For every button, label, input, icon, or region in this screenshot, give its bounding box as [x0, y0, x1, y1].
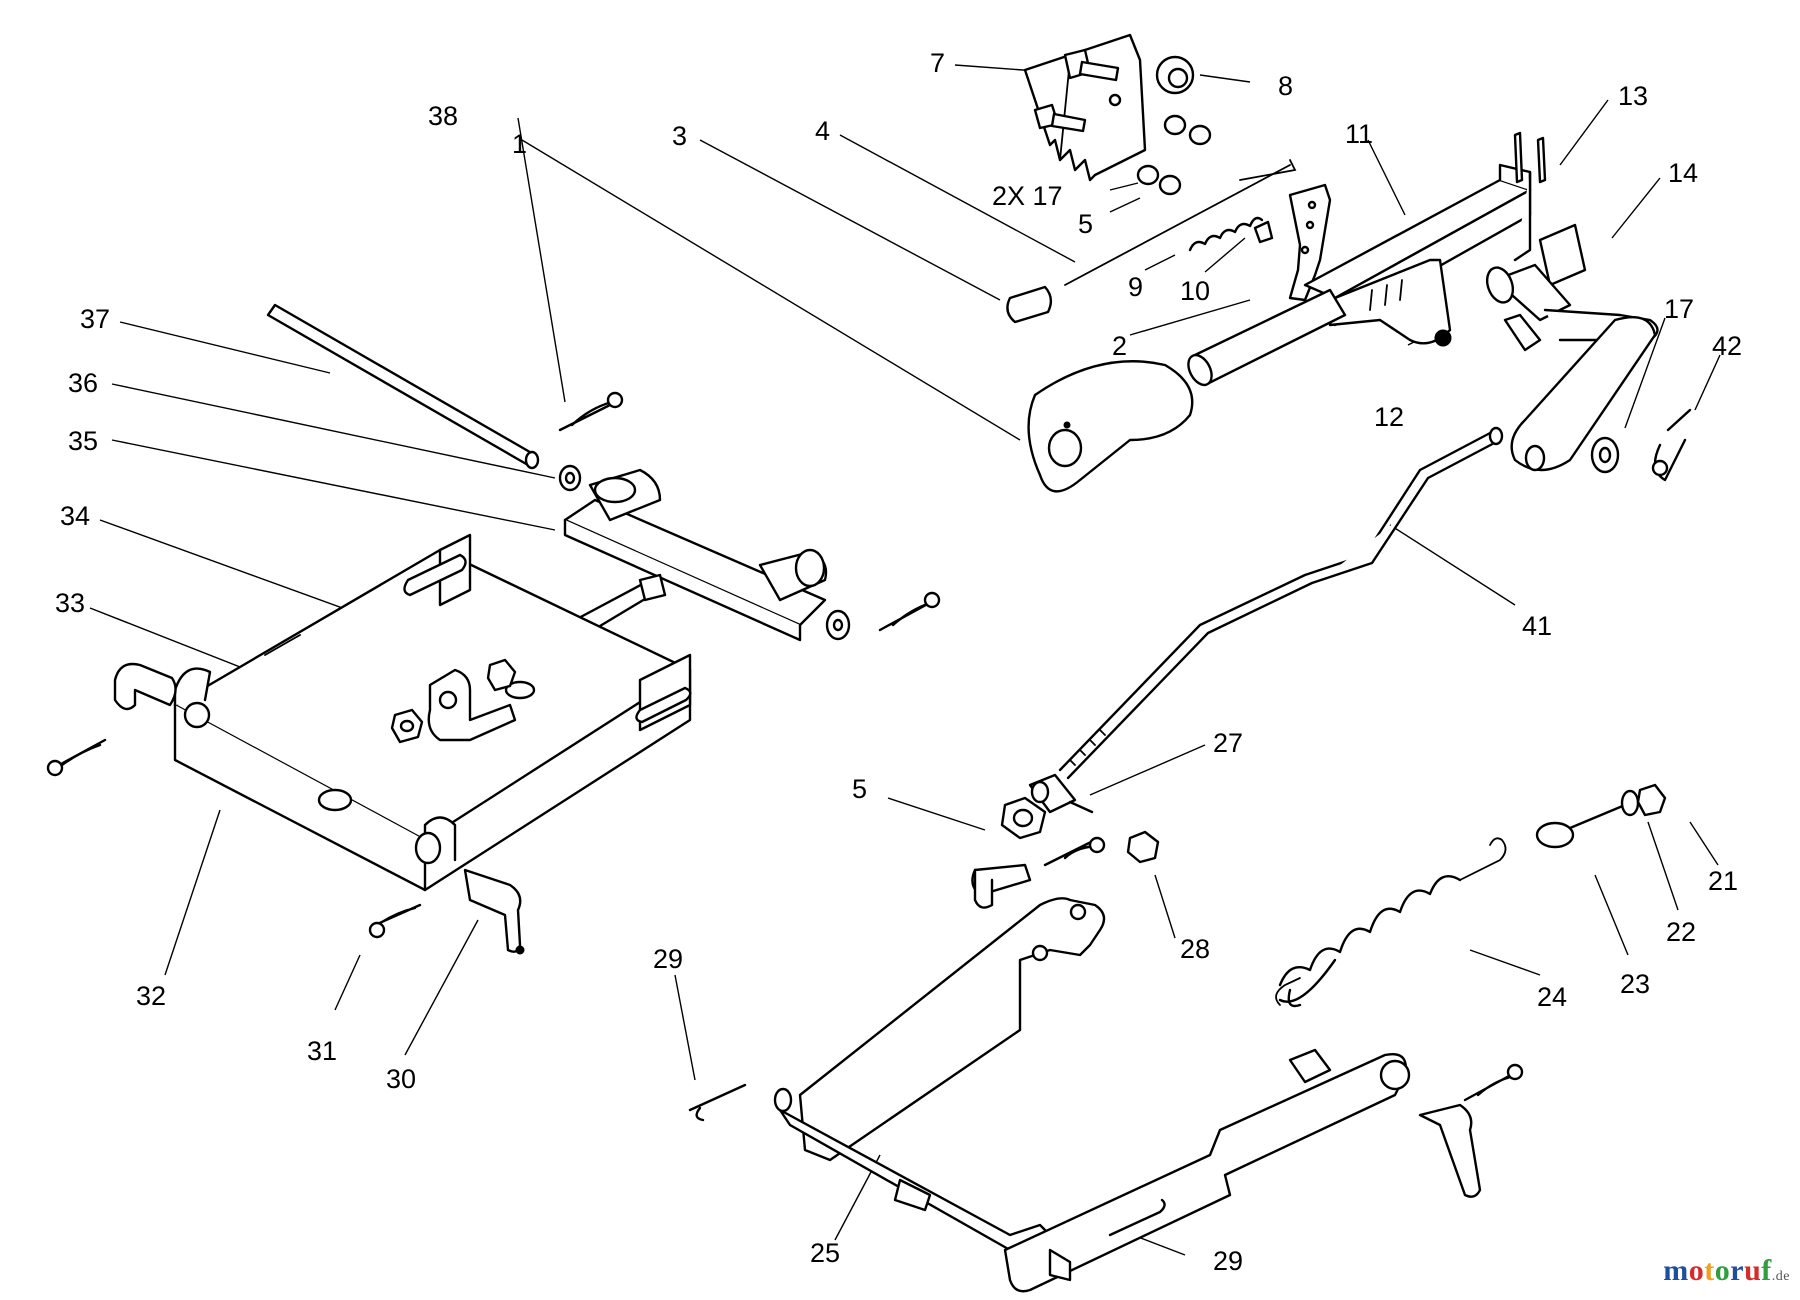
- callout-34: 34: [60, 501, 90, 531]
- motoruf-logo: motoruf.de: [1663, 1254, 1790, 1288]
- hairpin-31: [368, 903, 422, 939]
- cotter-pin-29b: [1108, 1198, 1166, 1237]
- rod-37: [266, 303, 540, 470]
- callout-14: 14: [1668, 158, 1698, 188]
- spring-rod-4: [1064, 159, 1297, 286]
- washer-22: [1620, 789, 1640, 817]
- washer-right: [825, 609, 851, 641]
- callout-13: 13: [1618, 81, 1648, 111]
- logo-letter-4: o: [1714, 1254, 1731, 1287]
- callout-4: 4: [815, 116, 830, 146]
- pedal-block-14: [1503, 223, 1587, 352]
- nut-34: [486, 658, 517, 692]
- spring-24: [1275, 837, 1507, 1008]
- callout-8: 8: [1278, 71, 1293, 101]
- logo-letter-7: f: [1761, 1254, 1772, 1287]
- callout-33: 33: [55, 588, 85, 618]
- callout-32: 32: [136, 981, 166, 1011]
- callout-2: 2: [1112, 331, 1127, 361]
- bolt-7b: [1033, 103, 1087, 133]
- logo-letter-3: t: [1704, 1254, 1715, 1287]
- callout-37: 37: [80, 304, 110, 334]
- callout-labels: 1 2 3 4 5 5 7 8 9 10 11 12 13 14 2X 17 1…: [55, 48, 1742, 1276]
- lift-arm-25: [773, 897, 1411, 1293]
- callout-35: 35: [68, 426, 98, 456]
- callout-24: 24: [1537, 982, 1567, 1012]
- callout-5: 5: [1078, 209, 1093, 239]
- bracket-35: [563, 468, 828, 642]
- callout-11: 11: [1345, 119, 1373, 149]
- nut-5: [1000, 796, 1047, 840]
- callout-7: 7: [930, 48, 945, 78]
- nut-28: [1126, 830, 1160, 864]
- bolt-7: [1063, 48, 1120, 82]
- callout-23: 23: [1620, 969, 1650, 999]
- cotter-pin-29a: [688, 1083, 747, 1122]
- callout-21: 21: [1708, 866, 1738, 896]
- callout-29-right: 29: [1213, 1246, 1243, 1276]
- hairpin-lower: [1463, 1063, 1524, 1102]
- callout-3: 3: [672, 121, 687, 151]
- spring-9: [1188, 216, 1264, 252]
- callout-28: 28: [1180, 934, 1210, 964]
- pin-30: [463, 868, 525, 955]
- washers-nuts-17: [1136, 114, 1212, 196]
- callout-42: 42: [1712, 331, 1742, 361]
- callout-10: 10: [1180, 276, 1210, 306]
- callout-9: 9: [1128, 272, 1143, 302]
- washer-36: [558, 464, 582, 492]
- callout-12: 12: [1374, 402, 1404, 432]
- callout-38: 38: [428, 101, 458, 131]
- logo-letter-6: u: [1744, 1254, 1762, 1287]
- callout-2x17: 2X 17: [992, 181, 1063, 211]
- hairpin-right: [878, 591, 941, 632]
- pin-lpin: [971, 863, 1032, 909]
- ball-12: [1434, 329, 1452, 347]
- eyebolt-23: [1535, 803, 1627, 849]
- callout-27: 27: [1213, 728, 1243, 758]
- pin-10: [1253, 220, 1274, 244]
- nut-33: [390, 708, 424, 744]
- pin-upper-left: [113, 662, 177, 711]
- hairpin-left: [46, 738, 107, 777]
- hairpin-clip: [1043, 836, 1106, 867]
- callout-1: 1: [512, 129, 527, 159]
- callout-25: 25: [810, 1238, 840, 1268]
- lever-arm-11: [1303, 163, 1532, 345]
- callout-41: 41: [1522, 611, 1552, 641]
- callout-31: 31: [307, 1036, 337, 1066]
- callout-22: 22: [1666, 917, 1696, 947]
- callout-17: 17: [1664, 294, 1694, 324]
- logo-letter-1: m: [1663, 1254, 1689, 1287]
- nut-21: [1636, 783, 1667, 817]
- pins-13: [1513, 131, 1547, 184]
- hairpin-42: [1651, 408, 1692, 482]
- pin-lower-right: [1418, 1103, 1482, 1198]
- grip-3: [1006, 285, 1053, 324]
- callout-36: 36: [68, 368, 98, 398]
- logo-letter-2: o: [1688, 1254, 1705, 1287]
- callout-29-left: 29: [653, 944, 683, 974]
- bracket-34: [427, 668, 517, 742]
- handle-shaft-1: [1027, 288, 1347, 493]
- logo-suffix: .de: [1771, 1269, 1790, 1284]
- callout-30: 30: [386, 1064, 416, 1094]
- rod-41: [1058, 426, 1504, 780]
- arm-17-link: [1510, 315, 1657, 472]
- bracket-2: [1288, 183, 1332, 302]
- callout-5-lower: 5: [852, 774, 867, 804]
- washer-17: [1590, 436, 1620, 474]
- logo-letter-5: r: [1730, 1254, 1745, 1287]
- hairpin-38: [558, 391, 624, 432]
- trunnion-27: [1028, 773, 1094, 814]
